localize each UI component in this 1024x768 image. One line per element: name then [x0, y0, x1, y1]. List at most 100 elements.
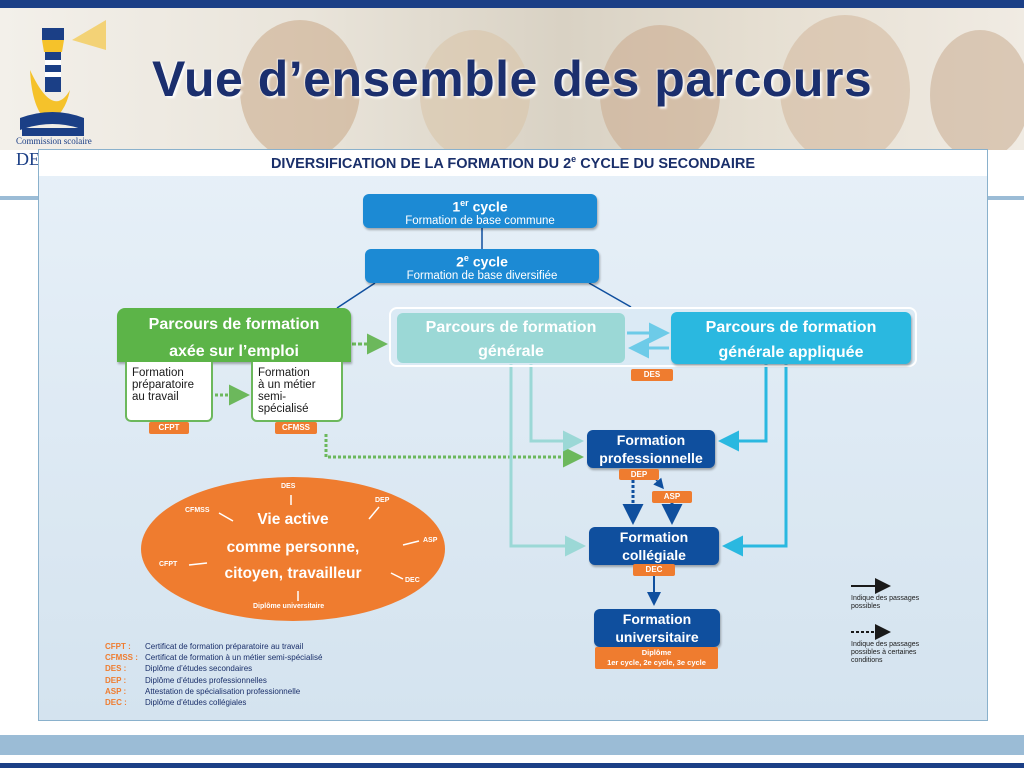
tick-dep — [368, 506, 380, 520]
tick-asp — [402, 540, 420, 546]
tick-dec — [390, 572, 404, 580]
formation-collegiale-line2: collégiale — [622, 547, 686, 563]
box-parcours-appliquee: Parcours de formation générale appliquée — [671, 312, 911, 364]
legend-abbr: DEC : — [105, 698, 127, 708]
legend-row: DEP : Diplôme d’études professionnelles — [105, 675, 322, 686]
legend-text: Certificat de formation préparatoire au … — [145, 642, 304, 651]
box-formation-professionnelle: Formation professionnelle — [587, 430, 715, 468]
formation-metier-line1: Formation — [258, 367, 310, 379]
premier-cycle-subtitle: Formation de base commune — [405, 214, 555, 227]
legend-text: Attestation de spécialisation profession… — [145, 686, 301, 696]
legend-abbr: ASP : — [105, 686, 127, 696]
formation-metier-line4: spécialisé — [258, 403, 309, 415]
connector-lines — [215, 228, 891, 640]
box-parcours-emploi: Parcours de formation axée sur l’emploi — [117, 308, 351, 362]
pathway-diagram: DIVERSIFICATION DE LA FORMATION DU 2e CY… — [38, 149, 988, 721]
box-formation-preparatoire: Formation préparatoire au travail — [125, 362, 213, 422]
parcours-generale-line2: générale — [478, 343, 544, 360]
arrow-appliquee-prof — [718, 364, 768, 452]
vie-active-ticks — [188, 495, 420, 601]
parcours-emploi-line1: Parcours de formation — [148, 316, 320, 333]
photo-student-3 — [600, 25, 720, 150]
formation-preparatoire-line2: préparatoire — [132, 379, 195, 391]
deuxieme-cycle-subtitle: Formation de base diversifiée — [406, 269, 558, 282]
formation-preparatoire-line3: au travail — [132, 391, 179, 403]
box-formation-collegiale: Formation collégiale — [589, 527, 719, 565]
legend-row: CFPT : Certificat de formation préparatoi… — [105, 641, 322, 652]
line-cycle2-generale — [588, 282, 632, 308]
legend-text: Diplôme d’études professionnelles — [145, 675, 267, 685]
key-dotted-line1: Indique des passages — [851, 641, 920, 648]
footer-band — [0, 735, 1024, 755]
legend-row: ASP : Attestation de spécialisation profe… — [105, 686, 322, 697]
tag-cfpt: CFPT — [149, 422, 189, 434]
premier-cycle-title: 1er cycle — [452, 198, 508, 215]
key-dotted-line3: conditions — [851, 657, 883, 664]
legend-row: CFMSS : Certificat de formation à un méti… — [105, 652, 322, 663]
tag-cfmss: CFMSS — [275, 422, 317, 434]
legend-text: Diplôme d’études collégiales — [145, 698, 247, 708]
diplome-line2: 1er cycle, 2e cycle, 3e cycle — [607, 658, 706, 667]
legend-row: DEC : Diplôme d’études collégiales — [105, 697, 322, 708]
parcours-appliquee-line2: générale appliquée — [718, 344, 864, 361]
arrow-appliquee-coll — [722, 364, 788, 557]
vie-label-diplome: Diplôme universitaire — [253, 603, 325, 610]
formation-professionnelle-line2: professionnelle — [599, 450, 703, 466]
slide-title: Vue d’ensemble des parcours — [152, 51, 873, 107]
vie-active-line3: citoyen, travailleur — [224, 565, 362, 582]
key-solid-line2: possibles — [851, 603, 881, 610]
parcours-emploi-line2: axée sur l’emploi — [169, 343, 299, 360]
formation-metier-line3: semi- — [258, 391, 287, 403]
vie-label-asp: ASP — [423, 537, 438, 544]
arrow-fmss-prof — [324, 434, 584, 468]
legend-abbr: CFPT : — [105, 642, 131, 651]
key-dotted-line2: possibles à certaines — [851, 649, 917, 656]
parcours-generale-line1: Parcours de formation — [425, 319, 597, 336]
box-parcours-generale: Parcours de formation générale — [397, 313, 625, 363]
formation-universitaire-line2: universitaire — [615, 629, 699, 645]
key-dotted-text: Indique des passages possibles à certain… — [851, 641, 961, 665]
vie-label-des: DES — [281, 483, 296, 490]
formation-collegiale-line1: Formation — [619, 529, 689, 545]
vie-label-dep: DEP — [375, 497, 390, 504]
formation-preparatoire-line1: Formation — [132, 367, 184, 379]
key-solid-line1: Indique des passages — [851, 595, 920, 602]
tag-asp: ASP — [652, 491, 692, 503]
diplome-line1: Diplôme — [641, 648, 672, 657]
header-photo-band — [0, 0, 1024, 150]
box-premier-cycle: 1er cycle Formation de base commune — [363, 194, 597, 228]
logo-caption: Commission scolaire — [16, 136, 92, 146]
lighthouse-logo-icon — [20, 20, 106, 136]
legend-text: Certificat de formation à un métier semi… — [145, 653, 323, 663]
legend-abbr: DEP : — [105, 675, 127, 685]
deuxieme-cycle-title: 2e cycle — [456, 253, 508, 270]
key-solid-text: Indique des passages possibles — [851, 595, 961, 611]
box-formation-metier: Formation à un métier semi- spécialisé — [251, 362, 343, 422]
vie-active-line1: Vie active — [257, 511, 329, 528]
photo-student-4 — [780, 15, 910, 150]
tag-dec: DEC — [633, 564, 675, 576]
vie-label-dec: DEC — [405, 577, 420, 584]
abbreviation-legend: CFPT : Certificat de formation préparatoi… — [105, 641, 322, 708]
parcours-appliquee-line1: Parcours de formation — [705, 319, 877, 336]
legend-row: DES :Diplôme d’études secondaires — [105, 663, 322, 674]
tick-cfmss — [218, 512, 234, 522]
photo-student-5 — [930, 30, 1024, 150]
vie-label-cfmss: CFMSS — [185, 507, 210, 514]
tag-des: DES — [631, 369, 673, 381]
photo-student-1 — [240, 20, 360, 150]
vie-active-line2: comme personne, — [226, 539, 360, 556]
legend-abbr: CFMSS : — [105, 653, 138, 663]
vie-active-ellipse: Vie active comme personne, citoyen, trav… — [141, 477, 445, 621]
formation-professionnelle-line1: Formation — [616, 432, 686, 448]
tick-cfpt — [188, 562, 208, 566]
footer-line — [0, 763, 1024, 768]
tag-dep: DEP — [619, 469, 659, 480]
vie-label-cfpt: CFPT — [159, 561, 178, 568]
legend-text: Diplôme d’études secondaires — [145, 664, 253, 674]
formation-universitaire-line1: Formation — [622, 611, 692, 627]
arrow-generale-coll — [509, 364, 586, 557]
line-cycle2-emploi — [336, 282, 376, 309]
photo-student-2 — [420, 30, 530, 150]
tag-diplome: Diplôme 1er cycle, 2e cycle, 3e cycle — [595, 647, 718, 669]
